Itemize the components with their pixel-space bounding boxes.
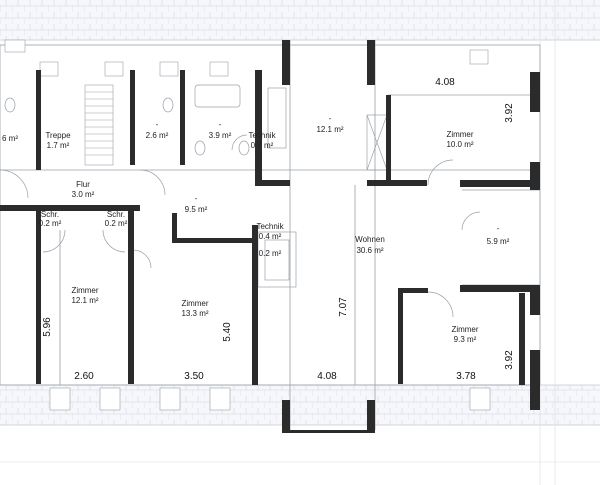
room-labels: 6 m² Treppe 1.7 m² - 2.6 m² - 3.9 m² Tec… xyxy=(2,114,510,344)
roof-windows xyxy=(4,39,491,411)
room-name-flur: Flur xyxy=(76,180,90,189)
room-area-wohnen: 30.6 m² xyxy=(356,246,383,255)
room-name-bath-small: - xyxy=(156,120,159,129)
room-area-zimmer-se: 9.3 m² xyxy=(454,335,477,344)
room-area-bath-small: 2.6 m² xyxy=(146,131,169,140)
dim-sw-height: 5.96 xyxy=(42,317,53,337)
room-area-flur: 3.0 m² xyxy=(72,190,95,199)
dim-ne-height: 3.92 xyxy=(504,103,515,123)
dim-s-height: 5.40 xyxy=(222,322,233,342)
room-name-store: - xyxy=(497,224,500,233)
stair-treads xyxy=(84,84,114,166)
roof-bottom xyxy=(0,384,600,426)
dim-w3: 4.08 xyxy=(317,371,337,382)
room-area-technik-top: 0.7 m² xyxy=(251,141,274,150)
dim-w2: 3.50 xyxy=(184,371,204,382)
room-name-zimmer-s: Zimmer xyxy=(181,299,208,308)
room-area-hall: 9.5 m² xyxy=(185,205,208,214)
dim-w4: 3.78 xyxy=(456,371,476,382)
room-name-zimmer-ne: Zimmer xyxy=(446,130,473,139)
room-name-hall: - xyxy=(195,194,198,203)
room-area-zimmer-ne: 10.0 m² xyxy=(446,140,473,149)
room-area-zimmer-s: 13.3 m² xyxy=(181,309,208,318)
room-name-technik-top: Technik xyxy=(248,131,276,140)
room-area-zimmer-sw: 12.1 m² xyxy=(71,296,98,305)
door-swings xyxy=(0,134,481,318)
room-name-technik-mid: Technik xyxy=(256,222,284,231)
dim-w1: 2.60 xyxy=(74,371,94,382)
room-area-store: 5.9 m² xyxy=(487,237,510,246)
roof-top xyxy=(0,0,600,41)
dim-top-width: 4.08 xyxy=(435,77,455,88)
room-area-left-edge: 6 m² xyxy=(2,134,18,143)
room-name-zimmer-sw: Zimmer xyxy=(71,286,98,295)
dim-se-height: 3.92 xyxy=(504,350,515,370)
room-name-schrank-2: Schr. xyxy=(107,210,125,219)
room-area-bath: 3.9 m² xyxy=(209,131,232,140)
room-name-balcony: - xyxy=(329,114,332,123)
room-area-treppe: 1.7 m² xyxy=(47,141,70,150)
room-area-schrank-1: 0.2 m² xyxy=(39,219,62,228)
room-area-balcony: 12.1 m² xyxy=(316,125,343,134)
room-name-treppe: Treppe xyxy=(45,131,71,140)
room-name-zimmer-se: Zimmer xyxy=(451,325,478,334)
room-name-wohnen: Wohnen xyxy=(355,235,385,244)
dimension-labels: 4.08 3.92 5.96 5.40 7.07 3.92 2.60 3.50 … xyxy=(42,77,515,382)
room-area-shaft: 0.2 m² xyxy=(259,249,282,258)
room-area-schrank-2: 0.2 m² xyxy=(105,219,128,228)
walls xyxy=(0,40,540,433)
room-name-schrank-1: Schr. xyxy=(41,210,59,219)
dim-living-height: 7.07 xyxy=(338,297,349,317)
room-area-technik-mid: 0.4 m² xyxy=(259,232,282,241)
room-name-bath: - xyxy=(219,120,222,129)
